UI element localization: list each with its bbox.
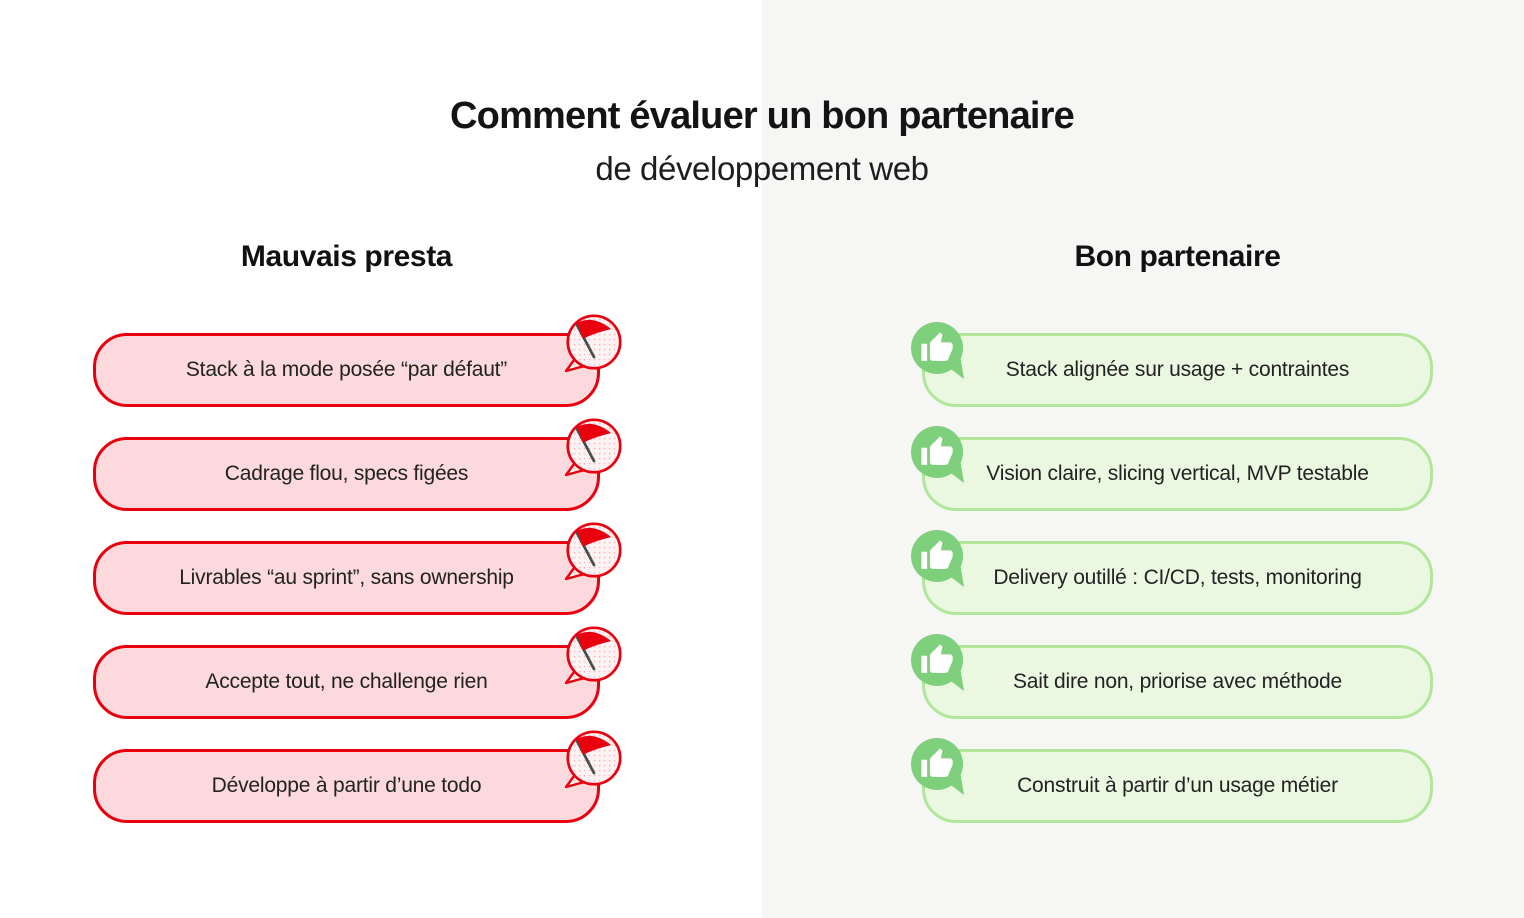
good-item-pill: Stack alignée sur usage + contraintes: [911, 322, 1433, 407]
good-column-heading: Bon partenaire: [1074, 240, 1281, 273]
red-flag-bubble-icon: [563, 625, 625, 687]
bad-item-label: Livrables “au sprint”, sans ownership: [179, 566, 514, 589]
red-flag-bubble-icon: [563, 417, 625, 479]
bad-item-pill: Cadrage flou, specs figées: [93, 418, 622, 511]
good-item-pill: Construit à partir d’un usage métier: [911, 738, 1433, 823]
good-item-label: Stack alignée sur usage + contraintes: [1005, 358, 1350, 381]
page-title: Comment évaluer un bon partenaire de dév…: [0, 95, 1524, 188]
good-item-label: Sait dire non, priorise avec méthode: [1013, 670, 1342, 693]
bad-item-label: Stack à la mode posée “par défaut”: [185, 358, 508, 381]
bad-item-label: Développe à partir d’une todo: [211, 774, 482, 797]
title-line-2: de développement web: [595, 149, 929, 187]
bad-items-list: Stack à la mode posée “par défaut” Cadra…: [93, 314, 622, 823]
good-item-label: Delivery outillé : CI/CD, tests, monitor…: [993, 566, 1362, 589]
bad-item-pill: Livrables “au sprint”, sans ownership: [93, 522, 622, 615]
good-item-pill: Delivery outillé : CI/CD, tests, monitor…: [911, 530, 1433, 615]
bad-item-label: Cadrage flou, specs figées: [224, 462, 469, 485]
red-flag-bubble-icon: [563, 729, 625, 791]
red-flag-bubble-icon: [563, 313, 625, 375]
bad-item-pill: Stack à la mode posée “par défaut”: [93, 314, 622, 407]
good-item-label: Vision claire, slicing vertical, MVP tes…: [986, 462, 1369, 485]
red-flag-bubble-icon: [563, 521, 625, 583]
good-item-pill: Vision claire, slicing vertical, MVP tes…: [911, 426, 1433, 511]
good-item-pill: Sait dire non, priorise avec méthode: [911, 634, 1433, 719]
good-item-label: Construit à partir d’un usage métier: [1017, 774, 1338, 797]
bad-item-label: Accepte tout, ne challenge rien: [205, 670, 488, 693]
bad-column-heading: Mauvais presta: [240, 240, 453, 273]
title-line-1: Comment évaluer un bon partenaire: [450, 95, 1075, 137]
bad-item-pill: Développe à partir d’une todo: [93, 730, 622, 823]
bad-item-pill: Accepte tout, ne challenge rien: [93, 626, 622, 719]
good-items-list: Stack alignée sur usage + contraintes Vi…: [911, 322, 1433, 823]
